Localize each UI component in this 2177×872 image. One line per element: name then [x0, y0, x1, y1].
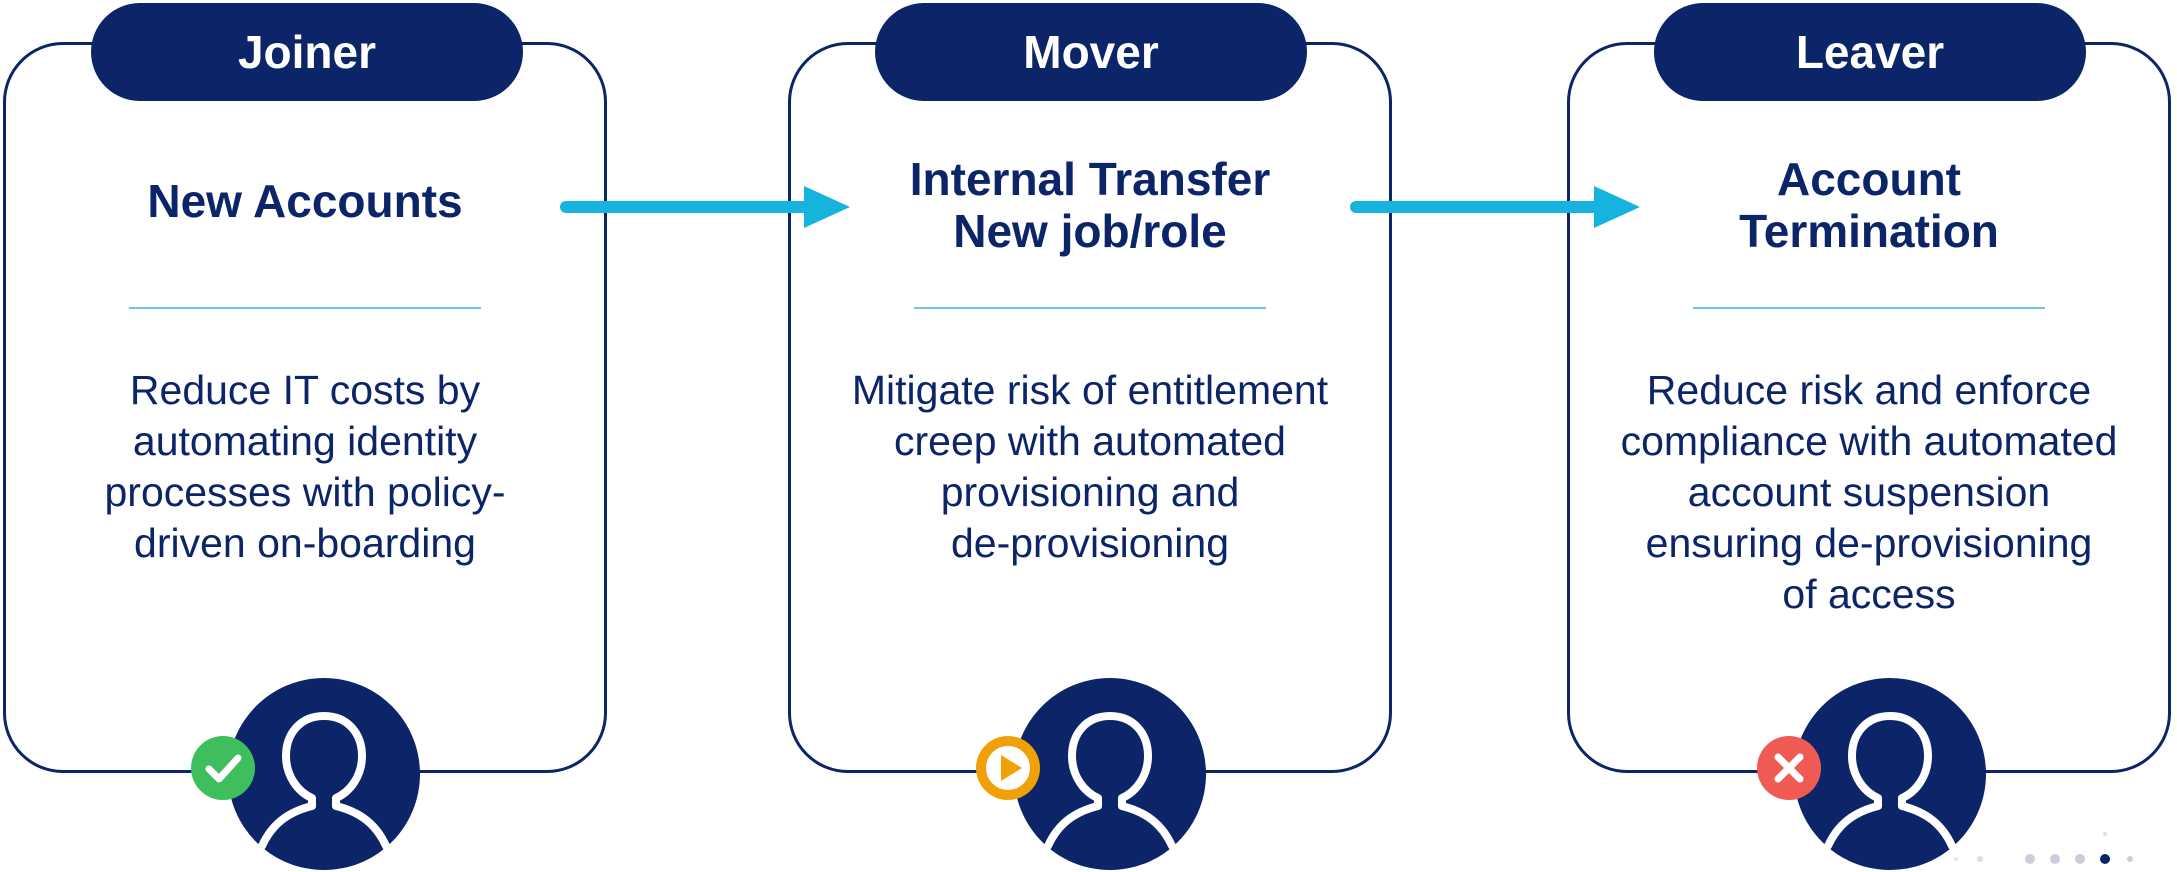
leaver-card: Account Termination Reduce risk and enfo… — [1567, 42, 2171, 773]
leaver-description: Reduce risk and enforce compliance with … — [1570, 365, 2168, 620]
mover-description-line: provisioning and — [940, 469, 1240, 515]
user-outline-icon — [258, 712, 390, 850]
check-icon — [205, 754, 242, 783]
leaver-divider — [1693, 307, 2045, 309]
right-arrow-icon — [1350, 186, 1640, 228]
mover-title-line: Internal Transfer — [909, 153, 1271, 205]
leaver-title-line: Account — [1777, 153, 1961, 205]
leaver-title-line: Termination — [1739, 205, 1999, 257]
check-badge — [191, 736, 255, 800]
joiner-divider — [129, 307, 481, 309]
leaver-description-line: ensuring de-provisioning — [1645, 520, 2093, 566]
joiner-title: New Accounts — [6, 175, 604, 227]
close-badge — [1757, 736, 1821, 800]
play-badge — [976, 736, 1040, 800]
joiner-description-line: driven on-boarding — [134, 520, 476, 566]
mover-tab: Mover — [875, 3, 1307, 101]
leaver-tab: Leaver — [1654, 3, 2086, 101]
right-arrow-icon — [560, 186, 850, 228]
leaver-avatar — [1794, 678, 1986, 870]
play-icon — [986, 746, 1030, 790]
mover-description-line: Mitigate risk of entitlement — [851, 367, 1329, 413]
mover-card: Internal Transfer New job/role Mitigate … — [788, 42, 1392, 773]
mover-title: Internal Transfer New job/role — [791, 153, 1389, 257]
leaver-title: Account Termination — [1570, 153, 2168, 257]
joiner-title-line: New Accounts — [147, 175, 463, 227]
leaver-description-line: Reduce risk and enforce — [1646, 367, 2092, 413]
mover-description-line: creep with automated — [893, 418, 1286, 464]
joiner-card: New Accounts Reduce IT costs by automati… — [3, 42, 607, 773]
joiner-tab: Joiner — [91, 3, 523, 101]
mover-divider — [914, 307, 1266, 309]
user-outline-icon — [1824, 712, 1956, 850]
mover-avatar — [1014, 678, 1206, 870]
mover-description-line: de-provisioning — [950, 520, 1230, 566]
joiner-description: Reduce IT costs by automating identity p… — [6, 365, 604, 569]
leaver-description-line: compliance with automated — [1620, 418, 2118, 464]
mover-title-line: New job/role — [953, 205, 1227, 257]
carousel-dots — [1954, 832, 2133, 864]
mover-description: Mitigate risk of entitlement creep with … — [791, 365, 1389, 569]
leaver-description-line: of access — [1782, 571, 1956, 617]
joiner-description-line: Reduce IT costs by — [129, 367, 481, 413]
leaver-description-line: account suspension — [1687, 469, 2051, 515]
joiner-description-line: automating identity — [132, 418, 478, 464]
user-outline-icon — [1044, 712, 1176, 850]
joiner-avatar — [228, 678, 420, 870]
joiner-description-line: processes with policy- — [104, 469, 506, 515]
close-icon — [1774, 753, 1804, 783]
